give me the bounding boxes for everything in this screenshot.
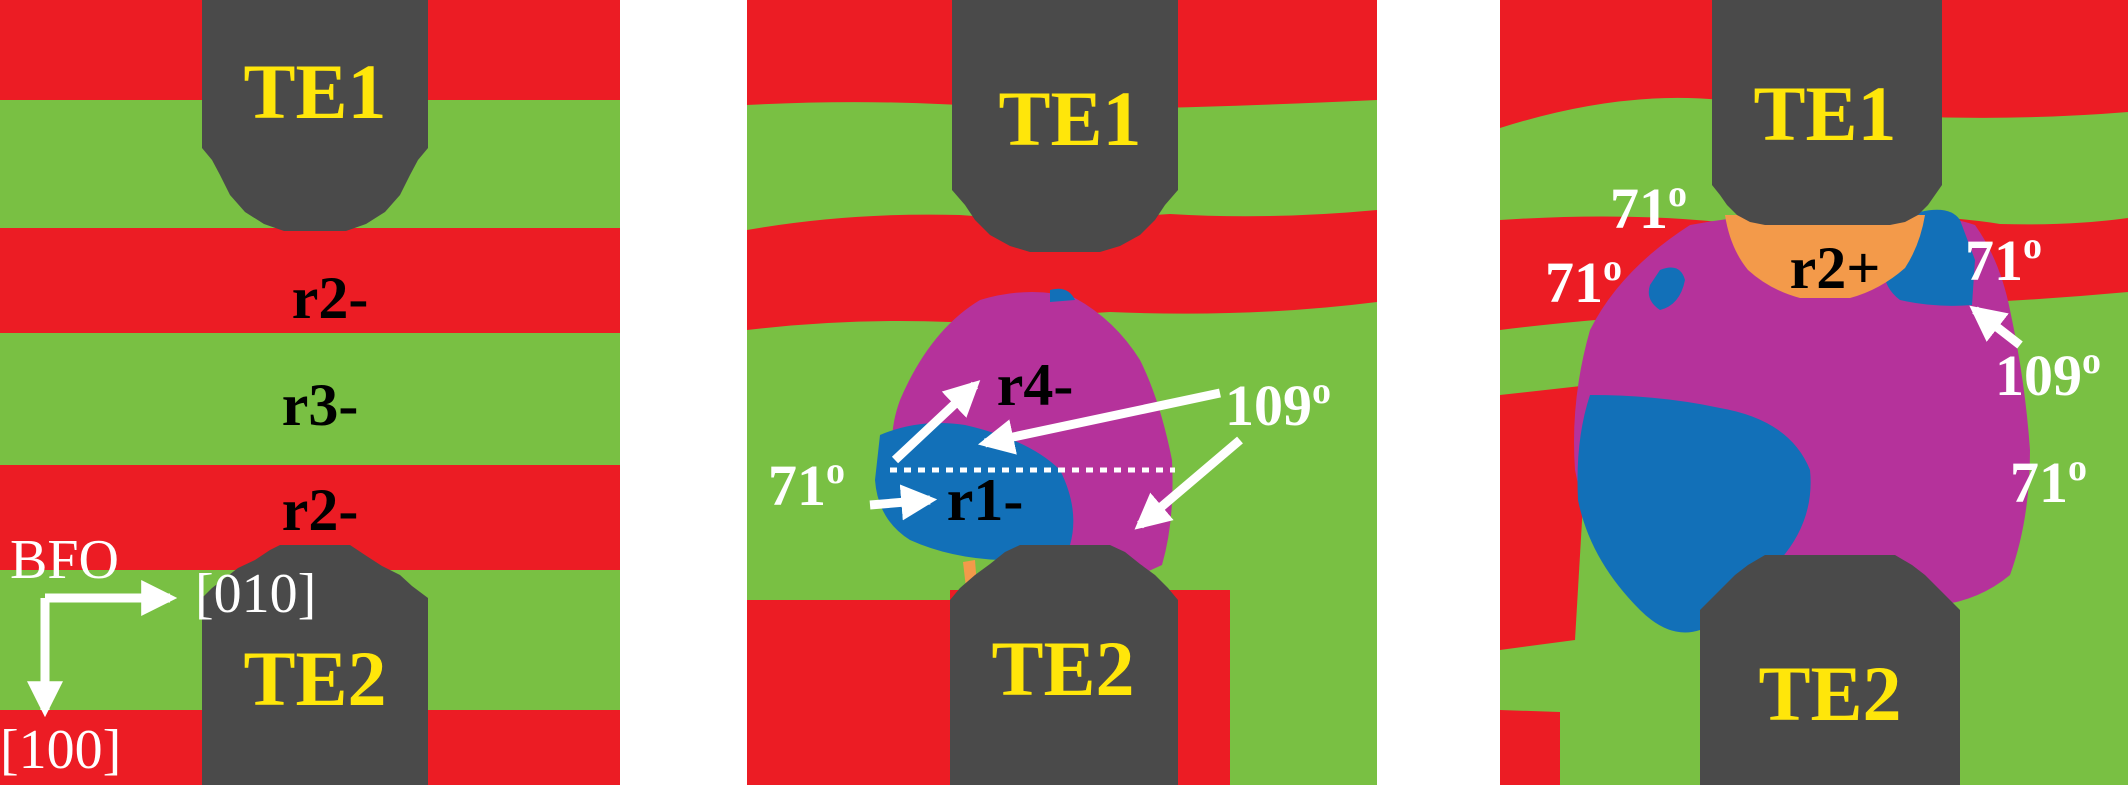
bottom-electrode	[950, 545, 1178, 785]
domain-red-region	[1500, 385, 1590, 650]
arrow-109	[1969, 305, 2023, 349]
angle-label-71: 71o	[1545, 247, 1622, 315]
domain-blue-r1	[875, 422, 1074, 561]
bottom-electrode	[1700, 555, 1960, 785]
arrow-109-left	[977, 388, 1221, 455]
top-electrode-label: TE1	[243, 48, 386, 135]
angle-label-109: 109o	[1225, 370, 1331, 438]
top-electrode-label: TE1	[998, 75, 1141, 162]
domain-orange-r2plus	[1725, 215, 1925, 298]
domain-label-r3: r3-	[282, 372, 359, 438]
panel-1: TE1 TE2 r2- r3- r2- BFO [010] [100]	[0, 0, 620, 785]
top-electrode	[952, 0, 1178, 252]
bottom-electrode-label: TE2	[991, 625, 1134, 712]
domain-label-r4: r4-	[997, 352, 1074, 418]
bottom-electrode-label: TE2	[1758, 650, 1901, 737]
panel-3: TE1 TE2 r2+ 71o 71o 71o 109o 71o	[1500, 0, 2128, 785]
domain-blue	[1648, 267, 1685, 310]
top-electrode-label: TE1	[1753, 70, 1896, 157]
domain-label-r2-upper: r2-	[292, 265, 369, 331]
domain-label-r1: r1-	[947, 467, 1024, 533]
angle-label-109: 109o	[1995, 340, 2101, 408]
panel-2: TE1 TE2 r4- r1- 71o 109o	[747, 0, 1377, 785]
angle-label-71: 71o	[2010, 447, 2087, 515]
angle-label-71: 71o	[1610, 173, 1687, 241]
axis-horizontal-label: [010]	[195, 563, 316, 625]
axis-vertical-label: [100]	[0, 719, 121, 781]
top-electrode	[1712, 0, 1942, 225]
top-electrode	[202, 0, 428, 231]
stripe-red	[0, 228, 620, 333]
bottom-electrode-label: TE2	[243, 635, 386, 722]
angle-label-71: 71o	[1965, 225, 2042, 293]
domain-label-r2-lower: r2-	[282, 477, 359, 543]
arrow-71-up	[891, 380, 981, 464]
angle-label-71: 71o	[768, 450, 845, 518]
domain-label-r2plus: r2+	[1790, 235, 1881, 301]
stripe-green	[0, 333, 620, 465]
domain-red-band	[1500, 710, 1560, 785]
domain-blue-speck	[1050, 288, 1075, 302]
arrow-109-down	[1134, 436, 1243, 530]
arrow-71-right	[869, 484, 938, 521]
axis-material-label: BFO	[10, 529, 119, 591]
bottom-electrode	[202, 545, 428, 785]
